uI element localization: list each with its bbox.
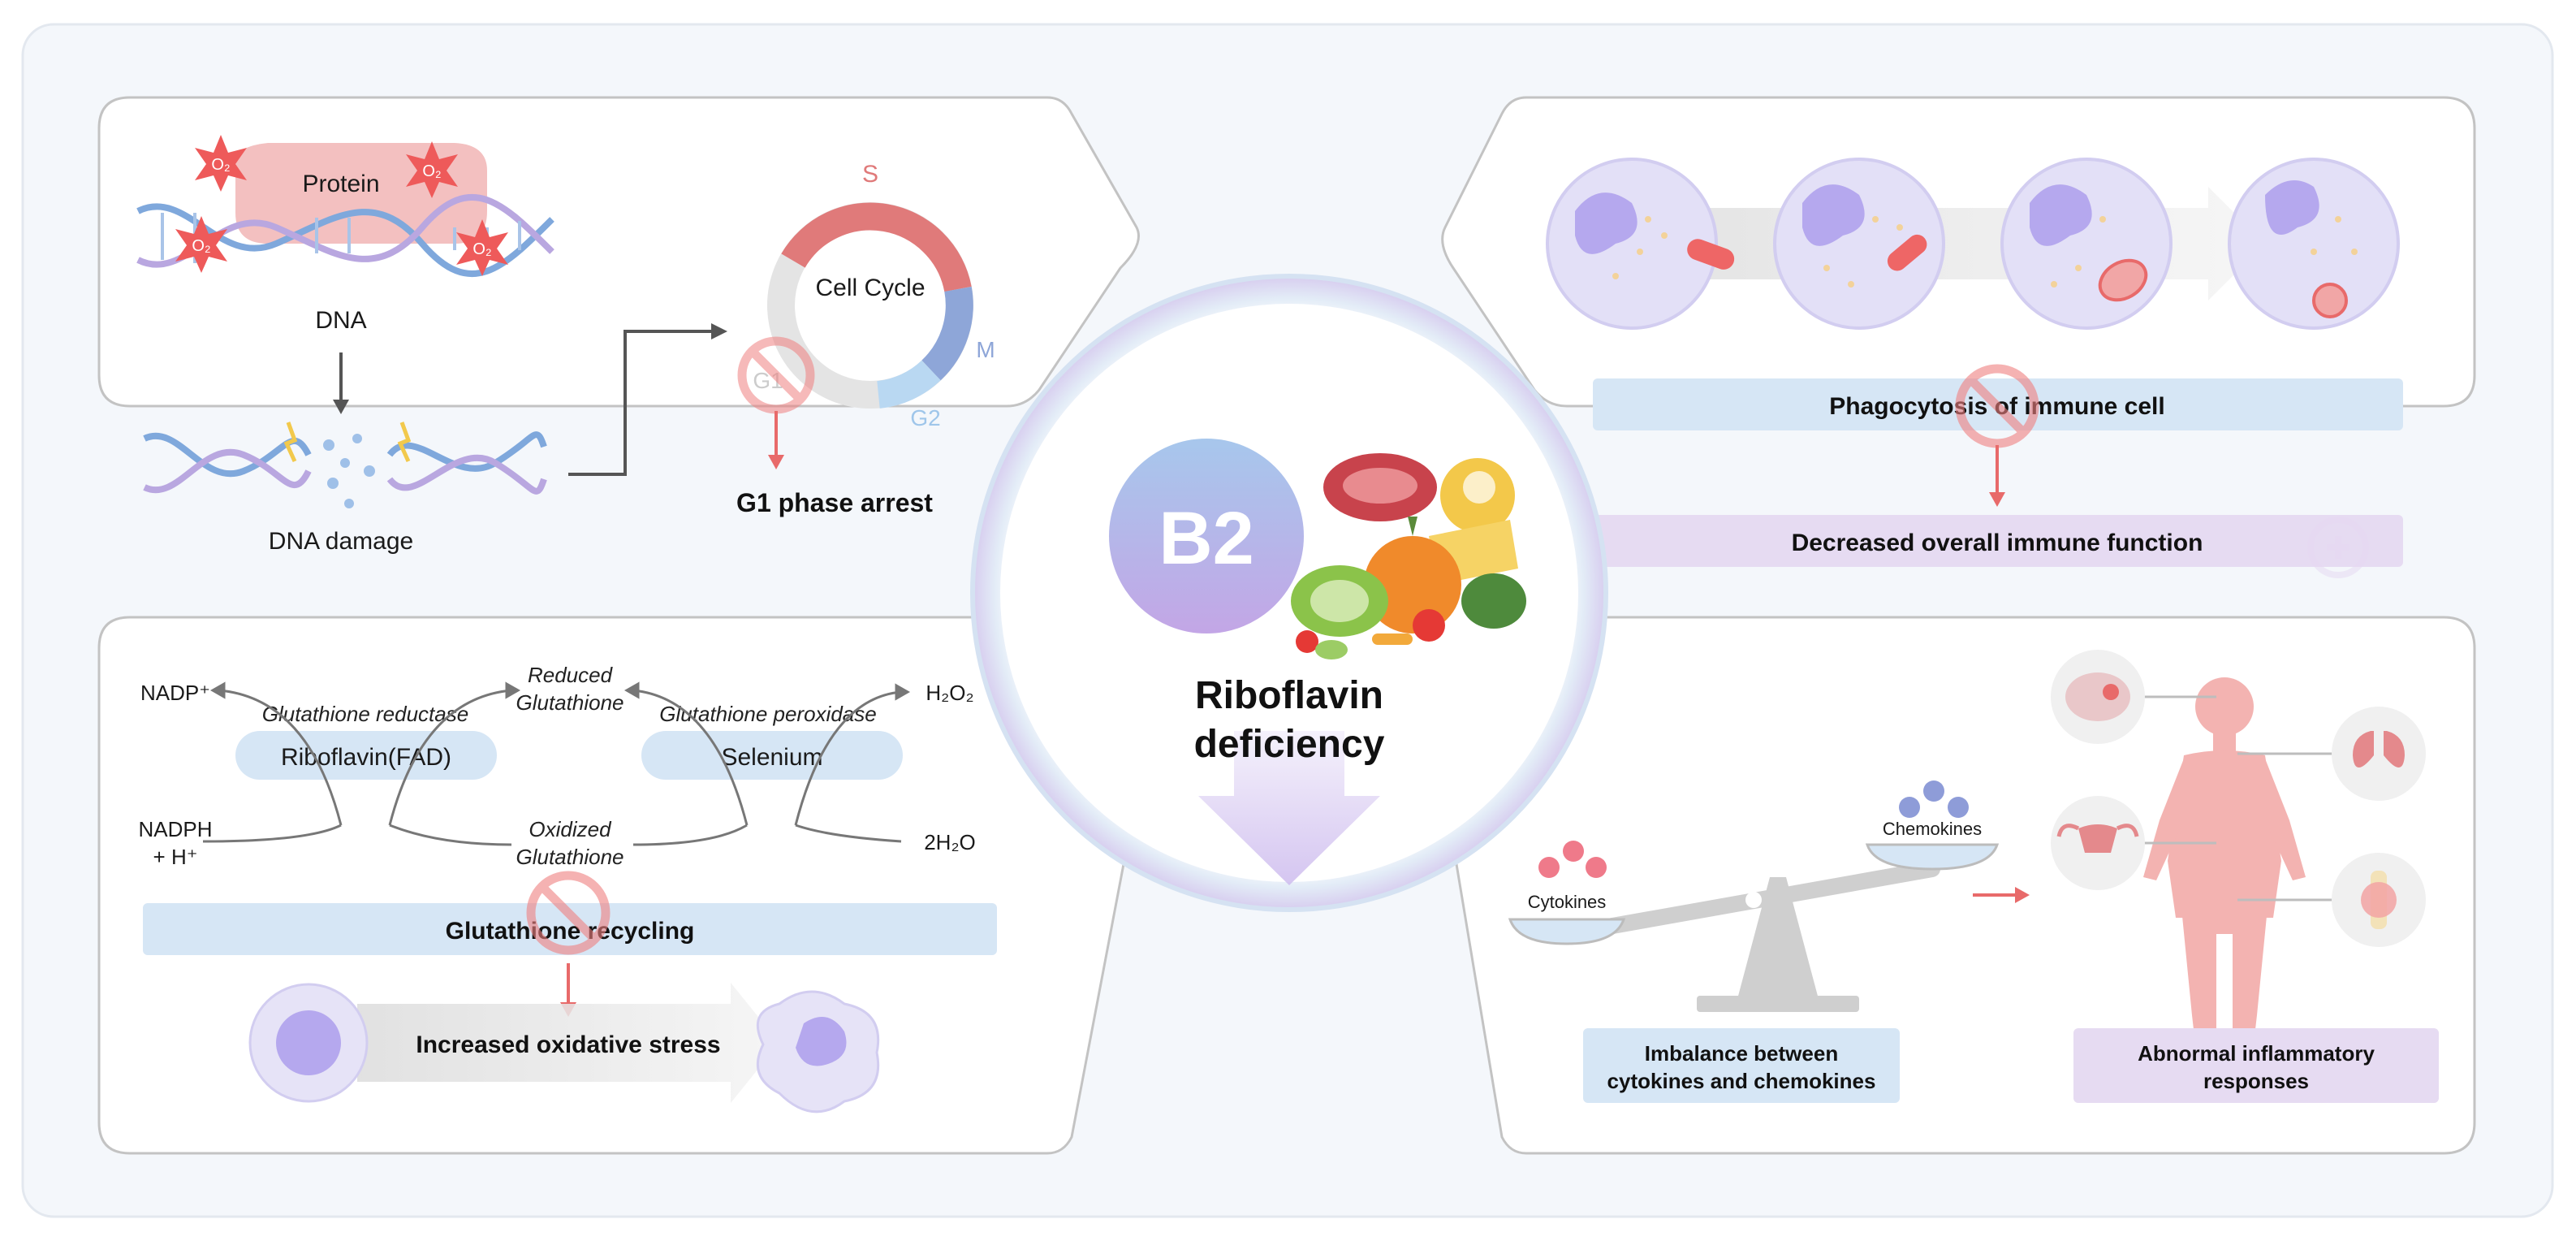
radical-burst-1: O₂ [195, 135, 247, 192]
prohibit-icon-g1 [737, 336, 815, 414]
immune-cell-3 [2000, 158, 2173, 330]
down-arrow [333, 352, 349, 414]
immune-cell-2 [1773, 158, 1945, 330]
radical-label: O₂ [422, 162, 441, 180]
dna-label: DNA [315, 307, 366, 334]
radical-label: O₂ [472, 240, 491, 258]
elbow-arrow [568, 323, 727, 476]
cycle-segment-s [781, 202, 972, 292]
b2-circle [1109, 439, 1304, 633]
joint-icon [2332, 853, 2426, 947]
decreased-immune-label: Decreased overall immune function [1792, 530, 2203, 556]
nadp-plus-label: NADP⁺ [140, 681, 210, 705]
imbalance-label-line1: Imbalance between [1645, 1041, 1838, 1066]
reduced-glutathione-line2: Glutathione [516, 690, 624, 715]
center-circle [970, 274, 1608, 912]
radical-label: O₂ [192, 237, 210, 255]
glutathione-recycling-label: Glutathione recycling [446, 918, 695, 945]
riboflavin-fad-label: Riboflavin(FAD) [281, 744, 451, 771]
immune-down-arrow [1989, 445, 2005, 507]
arrest-arrow [768, 411, 784, 469]
cell-cycle-ring: Cell Cycle [767, 202, 973, 409]
h2o-label: 2H₂O [924, 830, 976, 854]
cytokines-label: Cytokines [1528, 892, 1607, 912]
glutathione-reductase-label: Glutathione reductase [262, 702, 468, 726]
immune-cell-1 [1546, 158, 1735, 330]
uterus-icon [2051, 796, 2145, 890]
radical-label: O₂ [211, 156, 230, 174]
decreased-label-box [1593, 515, 2403, 567]
radical-burst-4: O₂ [456, 219, 508, 276]
oxidative-stress-label: Increased oxidative stress [416, 1031, 720, 1058]
organ-connectors [2140, 695, 2338, 902]
dna-damage-label: DNA damage [269, 528, 413, 555]
cytokines-pan [1508, 918, 1626, 945]
imbalance-label-box [1583, 1028, 1900, 1103]
broken-dna-illustration [143, 422, 547, 508]
chemokines-pan [1865, 843, 2000, 871]
chemokines-label: Chemokines [1883, 819, 1982, 839]
phase-g2-label: G2 [910, 405, 940, 430]
inflammation-arrow [1973, 887, 2030, 903]
damaged-cell [756, 990, 880, 1113]
abnormal-label-line2: responses [2203, 1069, 2309, 1093]
recycling-label-box [143, 903, 997, 955]
selenium-pill [641, 731, 903, 780]
abnormal-label-line1: Abnormal inflammatory [2138, 1041, 2375, 1066]
prohibit-icon-phagocytosis [1955, 364, 2039, 448]
riboflavin-fad-pill [235, 731, 497, 780]
lungs-icon [2332, 707, 2426, 801]
radical-burst-3: O₂ [175, 216, 227, 273]
radical-burst-2: O₂ [406, 141, 458, 198]
nadph-label-line1: NADPH [138, 817, 212, 841]
reaction-arcs [202, 681, 911, 846]
phase-s-label: S [862, 161, 878, 188]
abnormal-label-box [2073, 1028, 2439, 1103]
oxidative-arrow-band [357, 983, 779, 1103]
oxidized-glutathione-line1: Oxidized [529, 817, 612, 841]
cycle-segment-m [921, 286, 973, 381]
food-cluster-illustration [1291, 453, 1526, 659]
center-down-arrow [1198, 731, 1380, 885]
prohibit-icon-recycling [526, 871, 611, 955]
protein-label: Protein [302, 171, 379, 197]
balance-scale [1508, 780, 2000, 1012]
shield-icon [2307, 517, 2369, 578]
healthy-cell [248, 983, 369, 1103]
immune-cell-4 [2228, 158, 2400, 330]
center-title-line2: deficiency [1194, 723, 1385, 766]
b2-label: B2 [1159, 497, 1254, 580]
selenium-label: Selenium [721, 744, 822, 771]
h2o2-label: H₂O₂ [926, 681, 973, 705]
imbalance-label-line2: cytokines and chemokines [1607, 1069, 1876, 1093]
g1-arrest-label: G1 phase arrest [736, 488, 933, 517]
brain-icon [2051, 650, 2145, 744]
cycle-segment-g2 [876, 360, 941, 409]
reduced-glutathione-line1: Reduced [528, 663, 614, 687]
cell-cycle-label: Cell Cycle [815, 275, 925, 301]
center-title-line1: Riboflavin [1195, 674, 1383, 717]
oxidized-glutathione-line2: Glutathione [516, 845, 624, 869]
phase-m-label: M [976, 337, 995, 362]
nadph-label-line2: + H⁺ [153, 845, 198, 869]
